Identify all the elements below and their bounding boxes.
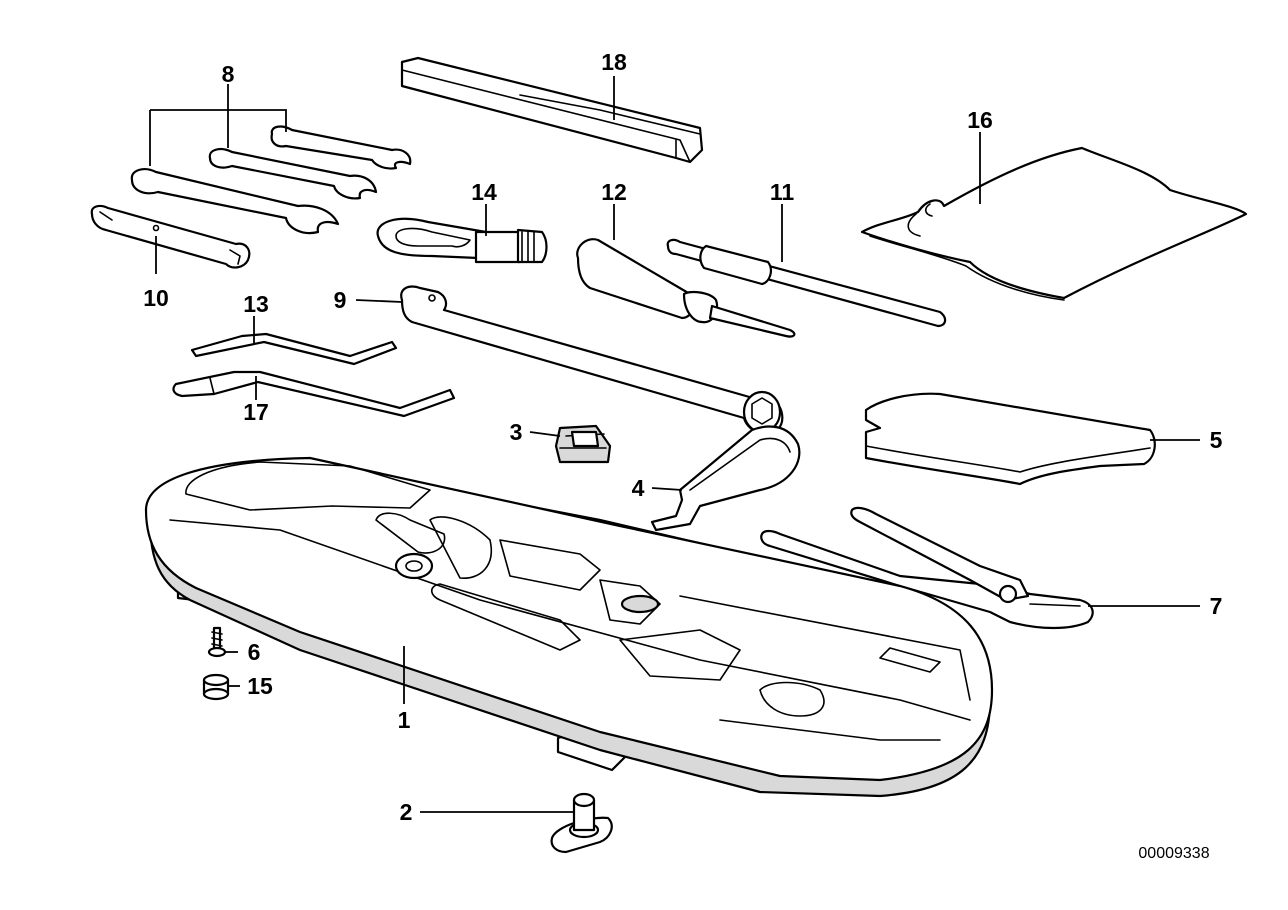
part-8-wrenches — [130, 125, 412, 235]
callout-16: 16 — [967, 107, 993, 133]
part-17-socket-key — [172, 370, 456, 418]
callout-1: 1 — [398, 707, 411, 733]
callouts: 8 18 16 14 12 11 10 13 9 17 3 5 4 7 6 15… — [143, 49, 1222, 825]
part-6-screw — [207, 626, 227, 658]
document-number: 00009338 — [1138, 845, 1209, 862]
part-13-hex-key — [190, 332, 398, 366]
callout-5: 5 — [1210, 427, 1223, 453]
callout-17: 17 — [243, 399, 269, 425]
part-5-pad — [864, 392, 1156, 486]
callout-3: 3 — [510, 419, 523, 445]
leader-lines — [149, 76, 1200, 813]
callout-8: 8 — [222, 61, 235, 87]
callout-10: 10 — [143, 285, 169, 311]
part-1-tool-tray — [144, 456, 994, 798]
part-14-tow-eye — [376, 217, 548, 264]
callout-7: 7 — [1210, 593, 1223, 619]
callout-14: 14 — [471, 179, 497, 205]
callout-18: 18 — [601, 49, 627, 75]
callout-15: 15 — [247, 673, 273, 699]
part-2-fastener — [550, 792, 613, 854]
part-3-clip — [554, 424, 612, 464]
callout-6: 6 — [248, 639, 261, 665]
callout-4: 4 — [632, 475, 645, 501]
part-15-nut — [202, 673, 230, 701]
part-11-drift — [666, 238, 947, 328]
callout-13: 13 — [243, 291, 269, 317]
part-4-strap — [650, 425, 801, 532]
part-18-strip — [400, 56, 704, 164]
part-7-pliers — [760, 506, 1094, 630]
part-9-wheel-brace — [400, 285, 784, 436]
part-16-cloth — [860, 146, 1248, 301]
callout-2: 2 — [400, 799, 413, 825]
callout-9: 9 — [334, 287, 347, 313]
part-10-box-spanner — [90, 204, 251, 269]
callout-11: 11 — [770, 179, 795, 205]
part-12-screwdriver — [576, 238, 796, 338]
callout-12: 12 — [601, 179, 627, 205]
